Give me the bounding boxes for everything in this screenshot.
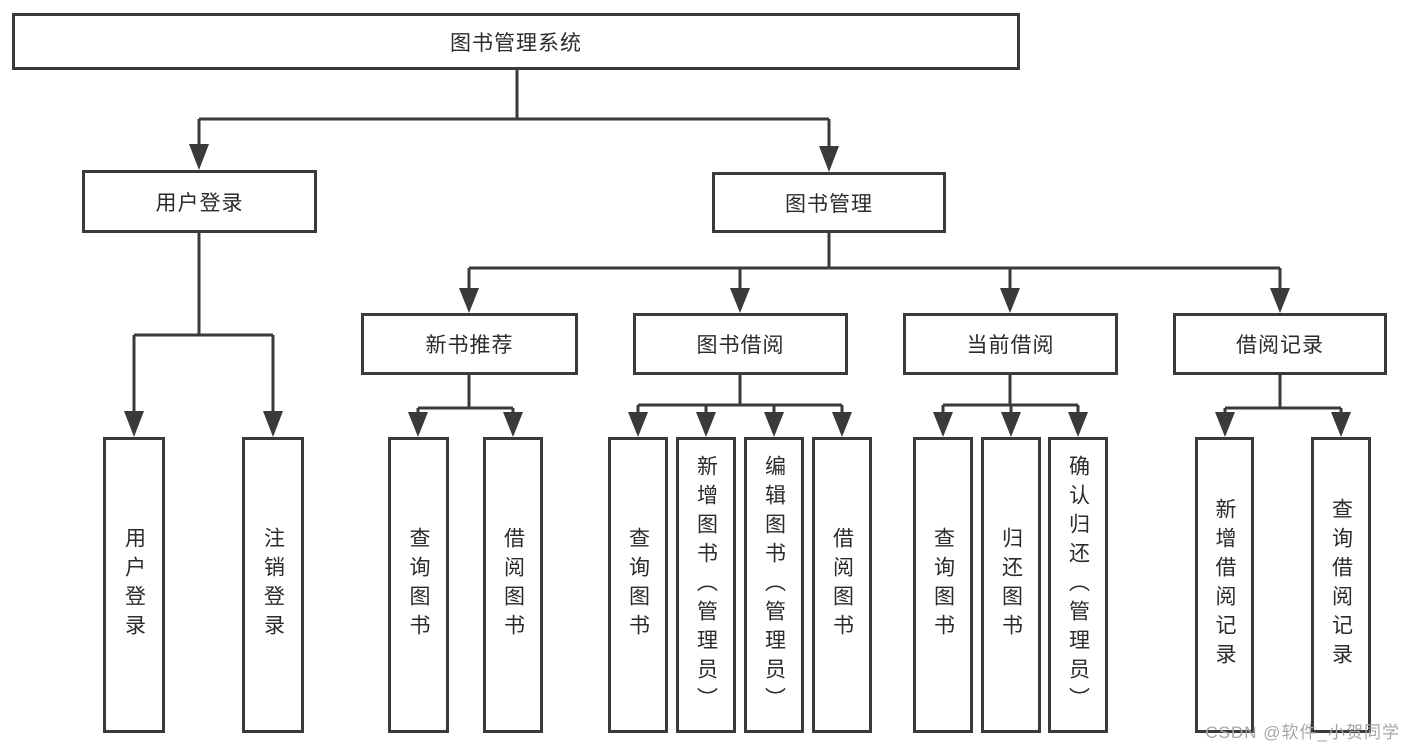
node-book-borrow: 图书借阅	[633, 313, 848, 375]
leaf-cb-search-books: 查询图书	[913, 437, 973, 733]
connector-borrow-records	[1223, 375, 1343, 414]
leaf-nb-search-books-label: 查询图书	[407, 527, 430, 643]
node-book-mgmt: 图书管理	[712, 172, 946, 233]
node-book-mgmt-label: 图书管理	[785, 192, 873, 216]
arrowhead	[189, 144, 209, 170]
arrowhead	[628, 412, 648, 437]
connector-user-login	[132, 233, 275, 412]
arrowhead	[764, 412, 784, 437]
arrowhead	[408, 412, 428, 437]
arrowhead	[933, 412, 953, 437]
leaf-user-login: 用户登录	[103, 437, 165, 733]
arrowhead	[503, 412, 523, 437]
csdn-watermark: CSDN @软件_小贺同学	[1205, 723, 1400, 742]
leaf-bb-edit-books: 编辑图书（管理员）	[744, 437, 804, 733]
leaf-bb-add-books-label: 新增图书（管理员）	[694, 454, 718, 716]
connector-current-borrow	[941, 375, 1080, 414]
node-root: 图书管理系统	[12, 13, 1020, 70]
node-new-books-label: 新书推荐	[425, 334, 514, 357]
node-user-login: 用户登录	[82, 170, 317, 233]
leaf-br-search-record: 查询借阅记录	[1311, 437, 1371, 733]
node-new-books: 新书推荐	[361, 313, 578, 375]
leaf-cb-search-books-label: 查询图书	[931, 527, 955, 643]
arrowhead	[696, 412, 716, 437]
connector-book-mgmt	[467, 233, 1282, 290]
connector-new-books	[416, 375, 515, 414]
leaf-br-search-record-label: 查询借阅记录	[1329, 498, 1353, 672]
connector-root-to-level2	[197, 70, 831, 148]
leaf-cb-return-books: 归还图书	[981, 437, 1041, 733]
arrowhead	[1001, 412, 1021, 437]
arrowhead	[124, 411, 144, 437]
arrowhead	[1068, 412, 1088, 437]
node-current-borrow-label: 当前借阅	[966, 334, 1055, 357]
leaf-cb-confirm-return: 确认归还（管理员）	[1048, 437, 1108, 733]
connector-book-borrow	[636, 375, 844, 414]
leaf-user-login-label: 用户登录	[122, 527, 146, 643]
leaf-bb-borrow-books: 借阅图书	[812, 437, 872, 733]
leaf-logout: 注销登录	[242, 437, 304, 733]
arrowhead	[1270, 288, 1290, 313]
leaf-bb-borrow-books-label: 借阅图书	[830, 527, 854, 643]
leaf-bb-add-books: 新增图书（管理员）	[676, 437, 736, 733]
node-borrow-records: 借阅记录	[1173, 313, 1387, 375]
leaf-bb-edit-books-label: 编辑图书（管理员）	[762, 454, 786, 716]
arrowhead	[459, 288, 479, 313]
leaf-cb-confirm-return-label: 确认归还（管理员）	[1066, 454, 1090, 716]
node-book-borrow-label: 图书借阅	[696, 334, 785, 357]
arrowhead	[1331, 412, 1351, 437]
node-borrow-records-label: 借阅记录	[1236, 334, 1324, 357]
leaf-nb-borrow-books: 借阅图书	[483, 437, 543, 733]
arrowhead	[730, 288, 750, 313]
leaf-logout-label: 注销登录	[261, 527, 285, 643]
leaf-nb-borrow-books-label: 借阅图书	[501, 527, 525, 643]
arrowhead	[263, 411, 283, 437]
leaf-cb-return-books-label: 归还图书	[999, 527, 1023, 643]
leaf-bb-search-books-label: 查询图书	[626, 527, 650, 643]
node-root-label: 图书管理系统	[450, 31, 582, 55]
arrowhead	[819, 146, 839, 172]
arrowhead	[1000, 288, 1020, 313]
leaf-br-add-record: 新增借阅记录	[1195, 437, 1254, 733]
leaf-bb-search-books: 查询图书	[608, 437, 668, 733]
node-user-login-label: 用户登录	[155, 191, 244, 215]
leaf-nb-search-books: 查询图书	[388, 437, 449, 733]
node-current-borrow: 当前借阅	[903, 313, 1118, 375]
leaf-br-add-record-label: 新增借阅记录	[1213, 498, 1236, 672]
arrowhead	[1215, 412, 1235, 437]
arrowhead	[832, 412, 852, 437]
